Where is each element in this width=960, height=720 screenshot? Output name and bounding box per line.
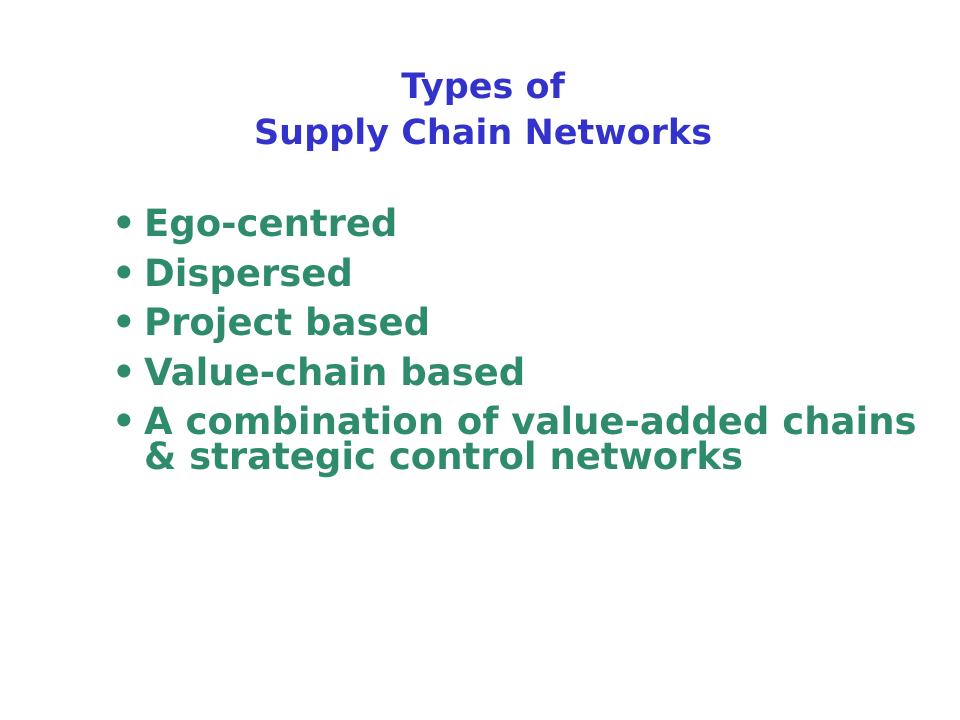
bullet-text: Project based	[144, 301, 431, 344]
bullet-item-combination: • A combination of value-added chains & …	[112, 400, 932, 475]
bullet-text: Dispersed	[144, 251, 353, 295]
bullet-icon: •	[112, 350, 136, 394]
slide-title: Types of Supply Chain Networks	[0, 64, 960, 156]
bullet-icon: •	[112, 202, 136, 245]
bullet-item-ego-centred: • Ego-centred	[112, 202, 932, 245]
bullet-item-value-chain-based: • Value-chain based	[112, 350, 932, 394]
title-line-1: Types of	[401, 67, 565, 107]
title-line-2: Supply Chain Networks	[253, 113, 713, 153]
bullet-item-dispersed: • Dispersed	[112, 251, 932, 295]
bullet-text: Value-chain based	[144, 350, 526, 394]
bullet-item-project-based: • Project based	[112, 301, 932, 344]
bullet-text: Ego-centred	[144, 202, 398, 245]
bullet-icon: •	[112, 301, 136, 344]
bullet-text: A combination of value-added chains & st…	[144, 400, 917, 478]
bullet-icon: •	[112, 400, 136, 443]
bullet-list: • Ego-centred • Dispersed • Project base…	[112, 202, 932, 489]
bullet-icon: •	[112, 251, 136, 295]
